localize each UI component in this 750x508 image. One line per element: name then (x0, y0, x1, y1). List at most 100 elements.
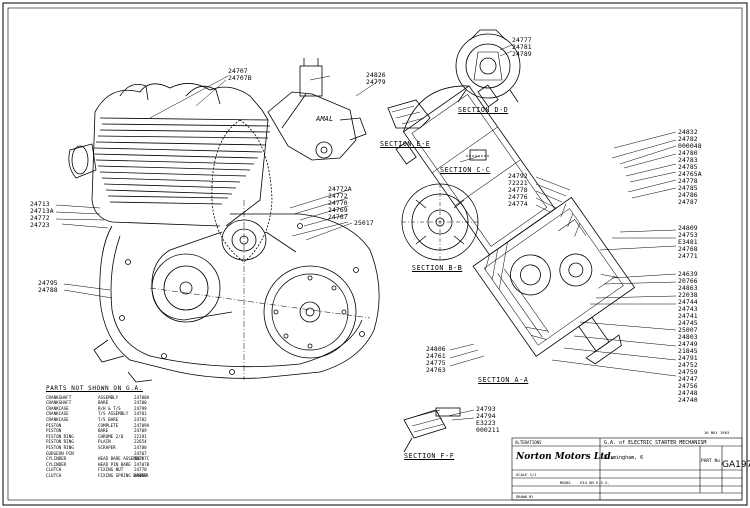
title-block-frame (511, 437, 743, 501)
drawn-by-label: DRAWN BY (516, 495, 534, 499)
part-label: 24740 (678, 396, 698, 404)
crankcase-outline (93, 119, 380, 383)
parts-table-cell: T/S BARE (98, 416, 119, 422)
parts-table-cell: PISTON RING (46, 439, 74, 445)
part-label: 24713 (30, 200, 50, 208)
section-b-b-title: SECTION B-B (412, 264, 463, 272)
parts-table-cell: BARE (98, 428, 109, 434)
part-label: 000211 (476, 426, 500, 434)
part-label: 24749 (678, 340, 698, 348)
section-c-c-title: SECTION C-C (440, 166, 491, 174)
part-label: 24791 (678, 354, 698, 362)
f-labels: 24793 24794 E3223 000211 (476, 406, 500, 434)
part-label: 000048 (678, 142, 702, 150)
part-label: 24788 (38, 286, 58, 294)
part-label: 24756 (678, 382, 698, 390)
parts-table-cell: CRANKCASE (46, 416, 69, 422)
part-label: 24778 (678, 177, 698, 185)
drawing-title: G.A. of ELECTRIC STARTER MECHANISM (604, 440, 707, 446)
part-label: 24771 (678, 252, 698, 260)
parts-table-cell: CRANKCASE (46, 411, 69, 417)
part-label: 24741 (678, 312, 698, 320)
parts-table-cell: ASSEMBLY (98, 394, 119, 400)
part-label: 24747 (678, 375, 698, 383)
part-label: 24803 (678, 333, 698, 341)
model-label: MODEL (560, 480, 572, 485)
b-group-labels: 24772A 24772 24770 24769 24767 (328, 186, 352, 221)
parts-table-cell: CYLINDER (46, 456, 67, 462)
part-label: 24832 (678, 128, 698, 136)
right-top-labels: 24832 24782 000048 24780 24783 24785 247… (678, 129, 702, 206)
part-label: 24795 (38, 279, 58, 287)
part-label: 24778 (508, 186, 528, 194)
parts-table-cell: CRANKSHAFT (46, 400, 72, 406)
part-label: 24752 (678, 361, 698, 369)
parts-table-cell: CRANKCASE (46, 405, 69, 411)
parts-table-cell: 22654 (134, 439, 147, 445)
part-label: 24707B (228, 74, 252, 82)
part-label: 24772 (328, 192, 348, 200)
part-label: 24748 (678, 389, 698, 397)
section-c-c-drawing (466, 149, 490, 161)
section-e-e-title: SECTION E-E (380, 140, 431, 148)
carb-labels: 24826 24779 (366, 72, 386, 86)
parts-table-cell: 24702 (134, 416, 147, 422)
parts-table-cell: 24707C (134, 456, 150, 462)
carburettor (267, 58, 367, 161)
parts-table-cell: HEAD BARE ASSEMBLY (98, 456, 144, 462)
date-stamp: 16 MAY 1963 (704, 430, 730, 435)
part-label: 24792 (508, 172, 528, 180)
parts-table-cell: FIXING SPRING WASHER (98, 472, 149, 478)
starter-motor-assembly (395, 84, 636, 365)
part-label: 24785 (678, 184, 698, 192)
parts-table-cell: CLUTCH (46, 472, 62, 478)
part-label: 21845 (678, 347, 698, 355)
company-city: Birmingham, 6 (604, 455, 644, 461)
parts-table-cell: 24459 (134, 472, 147, 478)
alterations-label: ALTERATIONS (515, 440, 542, 445)
part-label: 24769 (328, 206, 348, 214)
part-label: 24826 (366, 71, 386, 79)
parts-table-cell: 24799 (134, 405, 147, 411)
parts-table-cell: 24709 (134, 428, 147, 434)
part-label: 24786 (678, 191, 698, 199)
parts-table-cell: 24770 (134, 467, 147, 473)
part-label: 24761 (426, 352, 446, 360)
parts-table-cell: 24709A (134, 422, 150, 428)
part-label: 24745 (678, 319, 698, 327)
left-low-labels: 24795 24788 (38, 280, 58, 294)
carb-brand-text: AMAL (316, 115, 334, 123)
leader-lines (55, 44, 677, 421)
part-label: 24782 (678, 135, 698, 143)
part-label: 22038 (678, 291, 698, 299)
part-label: 24759 (678, 368, 698, 376)
part-label: 24806 (426, 345, 446, 353)
part-label: 24789 (512, 50, 532, 58)
part-number: GA197 (722, 460, 750, 470)
parts-table-cell: GUDGEON PIN (46, 450, 74, 456)
part-label: 24767 (328, 213, 348, 221)
parts-table-cell: PISTON (46, 428, 62, 434)
section-f-f-title: SECTION F-F (404, 452, 455, 460)
section-f-f-drawing (403, 407, 461, 453)
parts-table-cell: T/S ASSEMBLY (98, 411, 129, 417)
part-label: 24639 (678, 270, 698, 278)
part-label: 24783 (678, 156, 698, 164)
company-name: Norton Motors Ltd. (516, 452, 614, 462)
part-label: 24809 (678, 224, 698, 232)
part-label: 24713A (30, 207, 54, 215)
part-label: 24772 (30, 214, 50, 222)
right-mid-labels: 24809 24753 E3481 24768 24771 (678, 225, 698, 260)
part-label: 24772A (328, 185, 352, 193)
part-label: E3481 (678, 238, 698, 246)
part-label: 24777 (512, 36, 532, 44)
